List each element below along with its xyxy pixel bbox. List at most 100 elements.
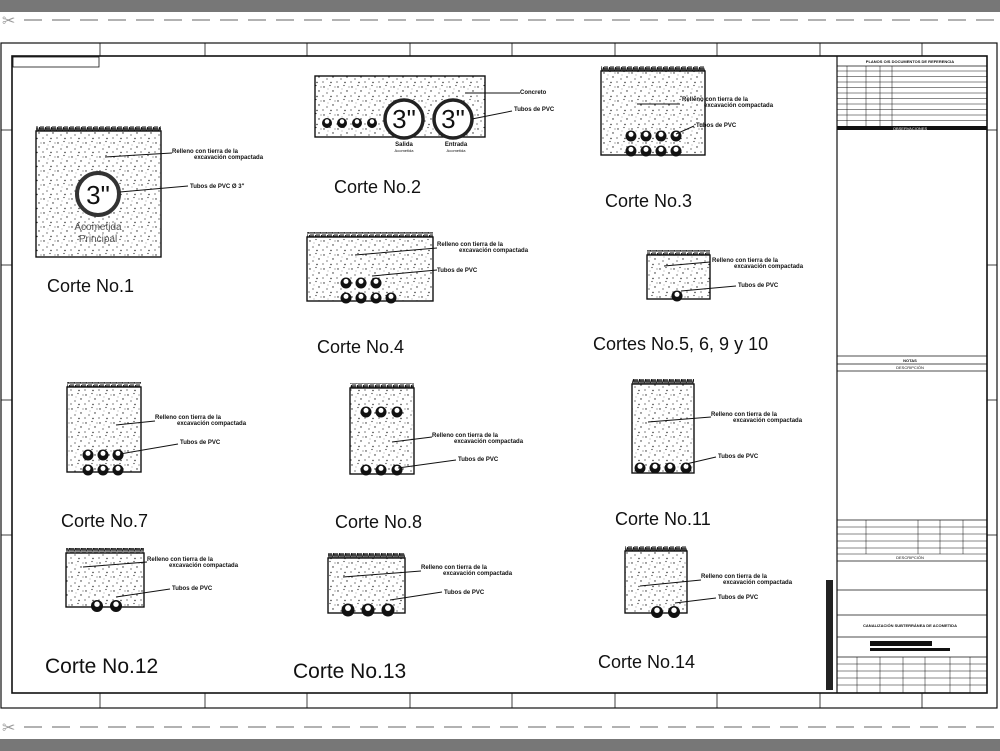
leader-line <box>680 285 737 292</box>
entrada-caption: Entrada <box>445 142 468 148</box>
trench-section <box>600 70 706 156</box>
grass-layer <box>36 126 161 131</box>
cut-1-label: Corte No.1 <box>47 276 134 296</box>
fill-note: excavación compactada <box>704 103 774 109</box>
pipe-note: Tubos de PVC <box>718 595 759 601</box>
pipe-note: Tubos de PVC <box>718 454 759 460</box>
leader-line <box>115 420 156 426</box>
pvc-pipe-bore <box>354 119 360 124</box>
grass-layer <box>625 546 687 551</box>
fill-note: Relleno con tierra de la <box>682 97 749 103</box>
cut-2-label: Corte No.2 <box>334 177 421 197</box>
pvc-pipe-bore <box>658 146 664 152</box>
pvc-pipe-bore <box>113 601 119 607</box>
fill-note: excavación compactada <box>733 418 803 424</box>
pvc-pipe-bore <box>667 463 673 469</box>
cut-3-label: Corte No.3 <box>605 191 692 211</box>
conduit-size-label: 3" <box>441 104 465 134</box>
trench-section <box>65 552 145 608</box>
pvc-pipe-bore <box>324 119 330 124</box>
trench-section <box>349 387 415 475</box>
leader-line <box>685 456 717 465</box>
leader-line <box>115 588 171 598</box>
leader-line <box>119 185 189 193</box>
title-block: PLANOS O/S DOCUMENTOS DE REFERENCIA OBSE… <box>826 56 987 693</box>
pvc-pipe-bore <box>671 607 677 613</box>
sheet-corner-tag <box>12 56 100 68</box>
pvc-pipe-bore <box>339 119 345 124</box>
pvc-pipe-bore <box>388 293 394 299</box>
pvc-pipe-bore <box>673 146 679 152</box>
pvc-pipe-bore <box>115 450 121 456</box>
outer-frame <box>0 42 998 709</box>
company-logo-bar <box>870 648 950 651</box>
pvc-pipe-bore <box>343 293 349 299</box>
pvc-pipe-bore <box>378 407 384 413</box>
fill-note: excavación compactada <box>734 264 804 270</box>
grass-layer <box>328 553 405 558</box>
entrada-caption: Acometida <box>447 148 467 153</box>
fill-note: Relleno con tierra de la <box>172 149 239 155</box>
pipe-note: Tubos de PVC <box>180 440 221 446</box>
notas-subheader: DESCRIPCIÓN <box>896 365 924 370</box>
pipe-note: Tubos de PVC <box>738 283 779 289</box>
pvc-pipe-bore <box>358 293 364 299</box>
acometida-caption: Acometida <box>74 222 122 233</box>
fill-note: Relleno con tierra de la <box>421 565 488 571</box>
leader-line <box>663 261 711 267</box>
pvc-pipe-bore <box>369 119 375 124</box>
pvc-pipe-bore <box>643 131 649 137</box>
cut-4-label: Corte No.4 <box>317 337 404 357</box>
pvc-pipe-bore <box>643 146 649 152</box>
scissors-icon: ✂ <box>2 11 15 30</box>
notas-header: NOTAS <box>903 358 917 363</box>
cut-2-group: 3"3"SalidaAcometidaEntradaAcometidaConcr… <box>314 75 555 197</box>
grass-layer <box>350 383 414 388</box>
pvc-pipe-bore <box>373 278 379 284</box>
pipe-note: Tubos de PVC <box>458 457 499 463</box>
grass-layer <box>601 66 705 71</box>
leader-line <box>674 597 717 604</box>
fill-note: excavación compactada <box>454 439 524 445</box>
leader-line <box>371 269 438 277</box>
paper-area <box>0 12 1000 739</box>
fill-note: excavación compactada <box>443 571 513 577</box>
leader-line <box>342 570 422 578</box>
fill-note: excavación compactada <box>723 580 793 586</box>
leader-line <box>647 416 712 423</box>
cut-line-bottom: ✂ <box>2 718 1000 737</box>
leader-line <box>82 561 148 568</box>
frame-zone-ticks <box>1 43 997 708</box>
pvc-pipe-bore <box>100 450 106 456</box>
cut-line-top: ✂ <box>2 11 1000 30</box>
pvc-pipe-bore <box>683 463 689 469</box>
leader-line <box>389 591 443 601</box>
pipe-note: Tubos de PVC Ø 3" <box>190 184 245 190</box>
pvc-pipe-bore <box>373 293 379 299</box>
pvc-pipe-bore <box>658 131 664 137</box>
vertical-stamp-strip <box>826 580 833 690</box>
leader-line <box>397 459 457 469</box>
acometida-caption: Principal <box>79 234 117 245</box>
cut-14-label: Corte No.14 <box>598 652 695 672</box>
references-header: PLANOS O/S DOCUMENTOS DE REFERENCIA <box>866 59 954 64</box>
acometida-conduit <box>75 171 121 217</box>
inner-frame <box>11 55 988 694</box>
pipe-note: Tubos de PVC <box>514 107 555 113</box>
pvc-pipe-bore <box>100 465 106 471</box>
cut-7-label: Corte No.7 <box>61 511 148 531</box>
trench-section <box>631 383 695 474</box>
pvc-pipe-bore <box>628 146 634 152</box>
grass-layer <box>632 379 694 384</box>
leader-line <box>104 152 173 158</box>
pvc-pipe-bore <box>365 605 371 611</box>
leader-line <box>354 247 438 256</box>
pvc-pipe-bore <box>652 463 658 469</box>
fill-note: Relleno con tierra de la <box>711 412 778 418</box>
